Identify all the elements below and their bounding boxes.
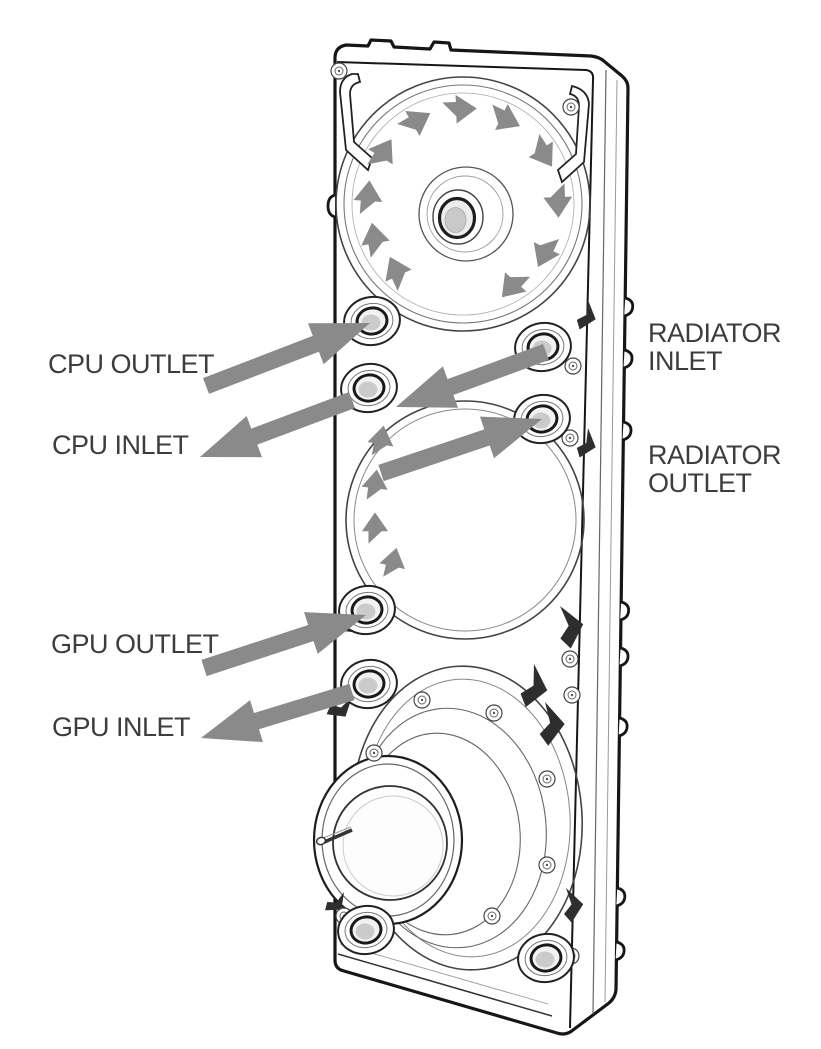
label-cpu-outlet: CPU OUTLET xyxy=(48,349,215,379)
pump-cap-pin xyxy=(315,826,353,846)
screw-icon xyxy=(538,856,556,874)
label-gpu-outlet: GPU OUTLET xyxy=(51,629,219,659)
screw-icon xyxy=(561,429,579,447)
port-bottom-left xyxy=(337,904,395,956)
fan-clip xyxy=(339,73,374,172)
screw-icon xyxy=(330,62,348,80)
label-radiator-outlet: RADIATOR OUTLET xyxy=(648,440,782,498)
right-edge-clips xyxy=(615,296,635,962)
pump-assembly xyxy=(312,665,584,971)
fan-clip xyxy=(556,84,590,184)
port-cpu-inlet xyxy=(340,362,398,414)
screw-icon xyxy=(483,907,501,925)
port-bottom-right xyxy=(517,932,575,984)
screw-icon xyxy=(413,691,431,709)
pointer-arrows xyxy=(200,323,549,743)
screw-icon xyxy=(562,98,580,116)
screw-icon xyxy=(563,686,581,704)
screw-icon xyxy=(485,704,503,722)
fan-mount-top xyxy=(335,73,591,332)
fan-hub xyxy=(418,166,514,262)
screw-icon xyxy=(564,357,582,375)
pump-cap xyxy=(312,754,464,926)
label-gpu-inlet: GPU INLET xyxy=(52,712,191,742)
fan-mount-middle xyxy=(345,400,585,640)
screw-icon xyxy=(538,770,556,788)
gpu-inlet-pointer xyxy=(201,683,355,743)
cpu-outlet-pointer xyxy=(203,323,370,394)
label-cpu-inlet: CPU INLET xyxy=(52,430,189,460)
label-radiator-inlet: RADIATOR INLET xyxy=(648,318,782,376)
radiator-inlet-pointer xyxy=(396,344,549,408)
port-gpu-inlet xyxy=(340,658,398,710)
screws xyxy=(330,62,582,965)
radiator-outlet-pointer xyxy=(378,416,542,482)
cpu-inlet-pointer xyxy=(200,392,355,458)
gpu-outlet-pointer xyxy=(201,612,366,677)
screw-icon xyxy=(365,744,383,762)
screw-icon xyxy=(561,650,579,668)
